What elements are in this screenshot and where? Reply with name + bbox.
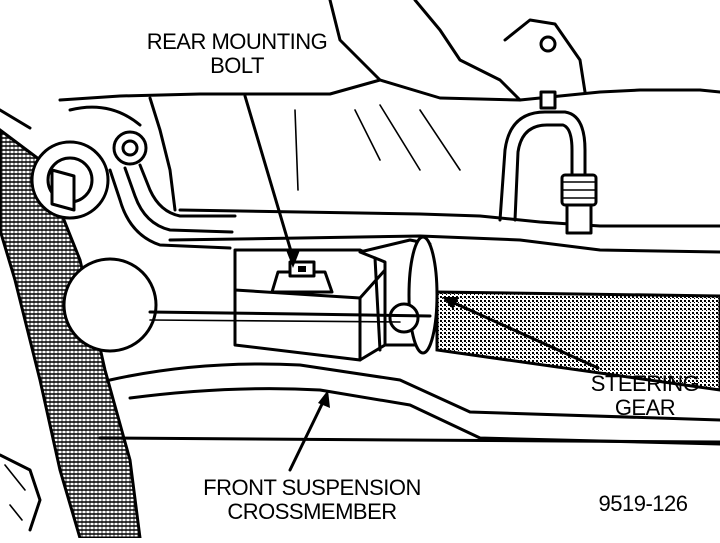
arrowhead-steering	[442, 297, 459, 309]
label-rear-mounting-bolt-line2: BOLT	[210, 53, 264, 78]
arrowhead-bolt	[286, 250, 300, 268]
label-front-suspension-crossmember: FRONT SUSPENSION CROSSMEMBER	[198, 476, 426, 524]
crossmember	[98, 310, 720, 446]
control-arm-bushings	[30, 105, 237, 353]
arrowhead-crossmember	[318, 390, 330, 408]
steering-gear	[388, 235, 720, 392]
label-steering-gear: STEERING GEAR	[590, 372, 700, 420]
label-rear-mounting-bolt: REAR MOUNTING BOLT	[142, 30, 332, 78]
label-steering-gear-line1: STEERING	[590, 371, 700, 396]
label-steering-gear-line2: GEAR	[614, 395, 676, 420]
label-crossmember-line1: FRONT SUSPENSION	[203, 475, 421, 500]
leader-lines	[243, 94, 600, 472]
figure-id: 9519-126	[598, 491, 688, 516]
brake-line	[498, 90, 598, 235]
engine-housing	[58, 0, 720, 254]
label-rear-mounting-bolt-line1: REAR MOUNTING	[146, 29, 328, 54]
mounting-bracket	[233, 238, 432, 362]
rear-mounting-bolt	[270, 260, 334, 294]
label-crossmember-line2: CROSSMEMBER	[227, 499, 397, 524]
